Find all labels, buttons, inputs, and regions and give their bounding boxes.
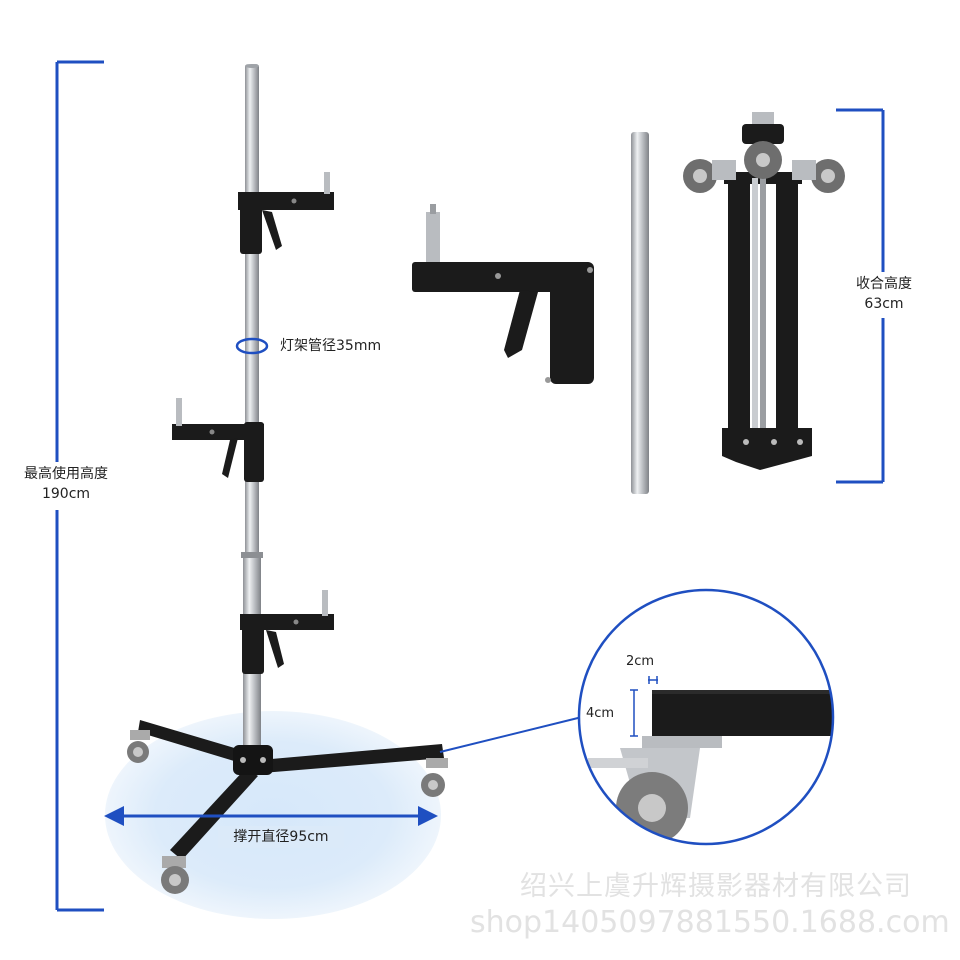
max-height-title: 最高使用高度 [24,466,108,482]
folded-height-label: 收合高度 63cm [840,274,928,314]
watermark-company: 绍兴上虞升辉摄影器材有限公司 [520,871,912,902]
folded-stand [683,112,845,470]
spread-diameter-label: 撑开直径95cm [233,829,329,845]
spare-tube [631,132,649,494]
tube-diameter-marker [235,337,269,355]
folded-height-title: 收合高度 [856,276,912,292]
spread-diameter-arrow [104,806,438,826]
max-height-label: 最高使用高度 190cm [10,464,122,504]
tube-diameter-label: 灯架管径35mm [280,338,382,354]
zoom-connector [439,716,583,753]
leg-dimension-marks [630,676,658,737]
caster-right [421,758,448,797]
folded-height-value: 63cm [864,296,904,312]
caster-left [127,730,150,763]
leg-height-label: 4cm [586,706,615,721]
caster-front [161,856,189,894]
bracket-closeup [412,204,594,384]
stand-bracket-middle [172,398,264,482]
watermark-shop: shop1405097881550.1688.com [470,905,950,940]
leg-thickness-label: 2cm [626,654,655,669]
stand-bracket-top [238,172,334,254]
stand-bracket-bottom [240,590,334,674]
max-height-value: 190cm [41,486,91,502]
